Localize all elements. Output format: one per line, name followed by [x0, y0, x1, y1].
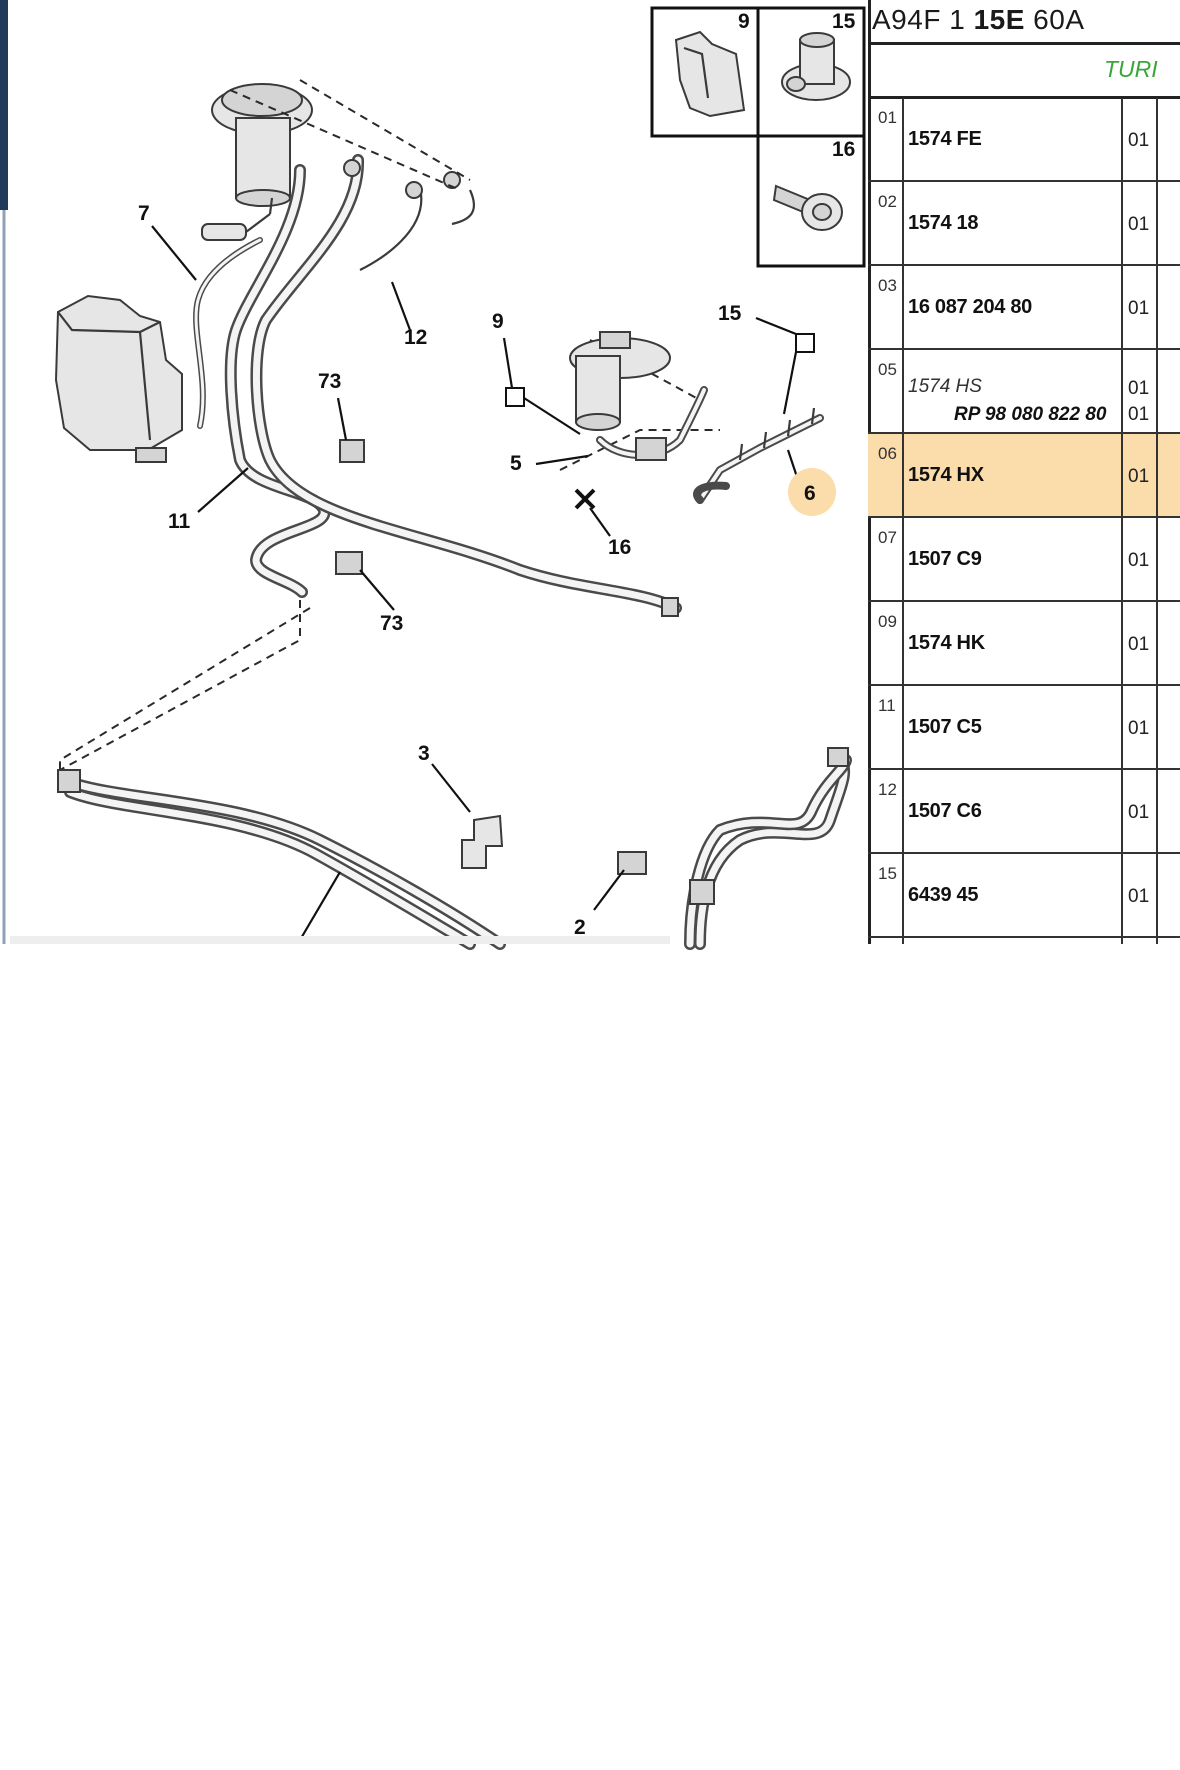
column-divider — [1121, 98, 1123, 944]
part-quantity: 01 — [1128, 378, 1150, 399]
row-index: 02 — [878, 192, 897, 211]
callout-6-highlight — [788, 468, 836, 516]
inset-box-16 — [756, 134, 866, 268]
fuel-tank-canister — [54, 294, 183, 463]
table-row[interactable]: 15 6439 45 01 — [868, 854, 1180, 938]
vent-pipe-7 — [193, 237, 263, 429]
row-index: 05 — [878, 360, 897, 379]
part-quantity: 01 — [1128, 718, 1150, 739]
fuel-pipe-11 — [224, 164, 331, 598]
code-bold: 15E — [973, 4, 1025, 35]
row-index: 07 — [878, 528, 897, 547]
leader-lines — [151, 225, 802, 941]
callout-9: 9 — [492, 310, 504, 333]
diagram-code: A94F 1 15E 60A — [872, 4, 1085, 36]
screw-16-mark — [574, 488, 596, 510]
return-pipe — [343, 159, 476, 271]
callout-2: 2 — [574, 916, 586, 939]
callout-6: 6 — [804, 482, 816, 505]
callout-73-upper: 73 — [318, 370, 341, 393]
part-reference[interactable]: 1574 HX — [908, 464, 984, 486]
fuel-pump-module — [201, 83, 313, 241]
row-index: 01 — [878, 108, 897, 127]
inset-box-15 — [756, 6, 866, 138]
parts-list-panel: A94F 1 15E 60A TURI 01 1574 FE 01 02 1574 18… — [868, 0, 1180, 944]
part-quantity: 01 — [1128, 214, 1150, 235]
part-quantity-alt: 01 — [1128, 404, 1150, 425]
callout-12: 12 — [404, 326, 427, 349]
callout-3: 3 — [418, 742, 430, 765]
part-reference[interactable]: 1574 HK — [908, 632, 985, 654]
engine-feed-pipes — [684, 747, 852, 950]
inset-number-9: 9 — [738, 10, 750, 33]
marker-9 — [505, 387, 525, 407]
clip-73-upper — [339, 439, 365, 463]
part-reference[interactable]: 1574 18 — [908, 212, 979, 234]
part-reference[interactable]: 6439 45 — [908, 884, 979, 906]
part-quantity: 01 — [1128, 802, 1150, 823]
row-index: 11 — [878, 696, 896, 715]
clip-2 — [617, 851, 647, 875]
callout-15: 15 — [718, 302, 742, 325]
row-index: 06 — [878, 444, 897, 463]
main-fuel-pipe — [57, 769, 506, 950]
part-quantity: 01 — [1128, 886, 1150, 907]
table-row[interactable]: 03 16 087 204 80 01 — [868, 266, 1180, 350]
callout-73-lower: 73 — [380, 612, 403, 635]
table-row[interactable]: 01 1574 FE 01 — [868, 98, 1180, 182]
part-reference[interactable]: 1507 C9 — [908, 548, 982, 570]
header-rule — [868, 42, 1180, 45]
part-reference-alt[interactable]: RP 98 080 822 80 — [954, 404, 1107, 425]
part-reference[interactable]: 1574 FE — [908, 128, 982, 150]
row-index: 03 — [878, 276, 897, 295]
table-row[interactable]: 06 1574 HX 01 — [868, 434, 1180, 518]
part-quantity: 01 — [1128, 466, 1150, 487]
part-reference[interactable]: 1507 C6 — [908, 800, 982, 822]
table-row[interactable]: 12 1507 C6 01 — [868, 770, 1180, 854]
table-row[interactable]: 11 1507 C5 01 — [868, 686, 1180, 770]
bracket-3 — [461, 814, 504, 869]
inset-box-9 — [650, 6, 760, 138]
marker-15 — [795, 333, 815, 353]
part-quantity: 01 — [1128, 130, 1150, 151]
row-index: 09 — [878, 612, 897, 631]
part-quantity: 01 — [1128, 298, 1150, 319]
part-reference[interactable]: 16 087 204 80 — [908, 296, 1033, 318]
part-reference[interactable]: 1507 C5 — [908, 716, 982, 738]
table-row[interactable]: 05 1574 HS 01 RP 98 080 822 80 01 — [868, 350, 1180, 434]
table-top-rule — [868, 96, 1180, 99]
callout-5: 5 — [510, 452, 522, 475]
table-row[interactable]: 09 1574 HK 01 — [868, 602, 1180, 686]
table-row[interactable]: 02 1574 18 01 — [868, 182, 1180, 266]
fuel-return-rail-6 — [693, 407, 824, 504]
code-prefix: A94F 1 — [872, 4, 974, 35]
row-index: 15 — [878, 864, 897, 883]
code-suffix: 60A — [1024, 4, 1085, 35]
clip-73-lower — [335, 551, 363, 575]
part-quantity: 01 — [1128, 634, 1150, 655]
column-divider — [902, 98, 904, 944]
column-divider — [1156, 98, 1158, 944]
callout-11: 11 — [168, 510, 191, 533]
callout-16: 16 — [608, 536, 631, 559]
fuel-pipe-12 — [250, 154, 682, 617]
bottom-strip — [10, 936, 670, 944]
row-index: 12 — [878, 780, 897, 799]
window-edge — [0, 0, 8, 210]
panel-subtitle: TURI — [1104, 56, 1158, 82]
part-quantity: 01 — [1128, 550, 1150, 571]
inset-number-16: 16 — [832, 138, 855, 161]
part-reference[interactable]: 1574 HS — [908, 376, 982, 397]
callout-7: 7 — [138, 202, 150, 225]
inset-number-15: 15 — [832, 10, 856, 33]
fuel-filter — [569, 331, 708, 461]
table-row[interactable]: 07 1507 C9 01 — [868, 518, 1180, 602]
